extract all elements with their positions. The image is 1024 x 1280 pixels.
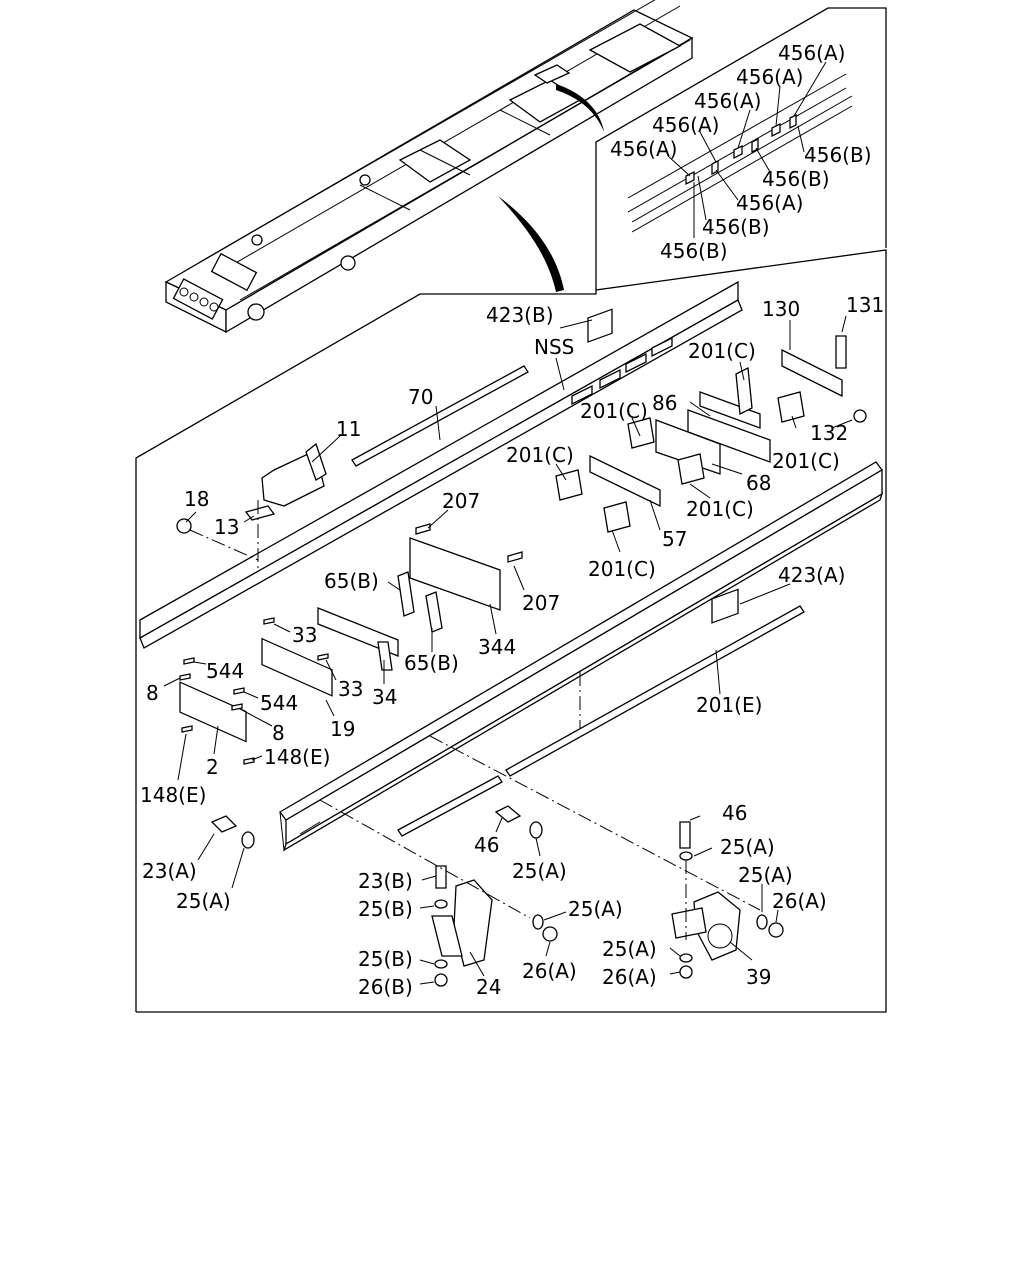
label-25a-4: 25(A) <box>176 889 231 913</box>
lower-side-rail-drawing <box>279 461 884 852</box>
label-131: 131 <box>846 293 884 317</box>
label-33-1: 33 <box>292 623 317 647</box>
label-456a-2: 456(A) <box>736 65 803 89</box>
pointer-arrow-lower <box>498 196 564 292</box>
label-456a-1: 456(A) <box>778 41 845 65</box>
label-456b-1: 456(B) <box>804 143 872 167</box>
label-8-1: 8 <box>146 681 159 705</box>
detail-rail-drawing <box>627 73 853 233</box>
label-13: 13 <box>214 515 239 539</box>
crossmember-86-68-drawing <box>655 391 771 475</box>
label-344: 344 <box>478 635 516 659</box>
label-34: 34 <box>372 685 397 709</box>
detail-leader-lines <box>667 61 827 238</box>
label-68: 68 <box>746 471 771 495</box>
label-57: 57 <box>662 527 687 551</box>
label-46-1: 46 <box>722 801 747 825</box>
assembly-center-lines <box>189 500 761 940</box>
label-456b-4: 456(B) <box>660 239 728 263</box>
bracket-65b-1-drawing <box>397 571 415 617</box>
crossmember-19-drawing <box>261 637 333 697</box>
label-8-2: 8 <box>272 721 285 745</box>
label-201c-5: 201(C) <box>686 497 754 521</box>
strip-201e-drawing <box>397 605 805 837</box>
label-544-2: 544 <box>260 691 298 715</box>
crossmember-2-drawing <box>179 681 247 743</box>
label-25a-2: 25(A) <box>512 859 567 883</box>
label-25a-5: 25(A) <box>568 897 623 921</box>
plate-423a-drawing <box>711 588 739 624</box>
label-207-1: 207 <box>442 489 480 513</box>
label-46-2: 46 <box>474 833 499 857</box>
label-423a: 423(A) <box>778 563 845 587</box>
label-201c-1: 201(C) <box>688 339 756 363</box>
gusset-201c-drawing <box>555 366 805 533</box>
label-18: 18 <box>184 487 209 511</box>
bracket-65b-2-drawing <box>425 591 443 633</box>
label-25a-1: 25(A) <box>720 835 775 859</box>
label-201e: 201(E) <box>696 693 762 717</box>
label-25a-6: 25(A) <box>602 937 657 961</box>
detail-box-border <box>595 7 887 290</box>
spring-hanger-24-drawing <box>431 879 493 967</box>
crossmember-57-drawing <box>589 454 661 508</box>
label-132: 132 <box>810 421 848 445</box>
leader-lines <box>163 315 853 985</box>
label-148e-2: 148(E) <box>140 783 206 807</box>
small-clips-drawing <box>179 617 329 765</box>
label-456a-3: 456(A) <box>694 89 761 113</box>
label-26a-1: 26(A) <box>772 889 827 913</box>
label-19: 19 <box>330 717 355 741</box>
label-456a-4: 456(A) <box>652 113 719 137</box>
label-456a-6: 456(A) <box>736 191 803 215</box>
label-148e-1: 148(E) <box>264 745 330 769</box>
main-box-border <box>135 249 887 1013</box>
label-33-2: 33 <box>338 677 363 701</box>
pointer-arrow-upper <box>556 84 604 132</box>
plate-423b-drawing <box>587 308 613 343</box>
label-26a-3: 26(A) <box>602 965 657 989</box>
label-24: 24 <box>476 975 501 999</box>
label-201c-6: 201(C) <box>588 557 656 581</box>
label-544-1: 544 <box>206 659 244 683</box>
label-130: 130 <box>762 297 800 321</box>
nut-18-drawing <box>176 518 192 534</box>
bolt-131-drawing <box>835 335 847 369</box>
label-70: 70 <box>408 385 433 409</box>
strip-70-drawing <box>351 365 529 467</box>
callout-labels: 456(A) 456(A) 456(A) 456(A) 456(A) 456(B… <box>140 41 884 999</box>
label-nss: NSS <box>534 335 574 359</box>
label-456b-3: 456(B) <box>702 215 770 239</box>
bracket-11-drawing <box>261 442 327 507</box>
crossmember-344-drawing <box>409 523 523 611</box>
fasteners-lower-drawing <box>210 805 784 987</box>
label-26a-2: 26(A) <box>522 959 577 983</box>
label-25a-3: 25(A) <box>738 863 793 887</box>
label-11: 11 <box>336 417 361 441</box>
label-201c-4: 201(C) <box>506 443 574 467</box>
upper-side-rail-drawing <box>139 280 743 649</box>
label-23a: 23(A) <box>142 859 197 883</box>
crossmember-130-drawing <box>781 348 843 398</box>
label-201c-2: 201(C) <box>580 399 648 423</box>
overview-frame-drawing <box>164 0 694 334</box>
label-65b-1: 65(B) <box>324 569 379 593</box>
label-25b-1: 25(B) <box>358 897 413 921</box>
label-39: 39 <box>746 965 771 989</box>
label-26b: 26(B) <box>358 975 413 999</box>
label-2: 2 <box>206 755 219 779</box>
label-207-2: 207 <box>522 591 560 615</box>
label-456a-5: 456(A) <box>610 137 677 161</box>
label-25b-2: 25(B) <box>358 947 413 971</box>
spring-hanger-39-drawing <box>671 891 741 961</box>
label-423b: 423(B) <box>486 303 554 327</box>
label-201c-3: 201(C) <box>772 449 840 473</box>
nut-132-drawing <box>853 409 867 423</box>
label-86: 86 <box>652 391 677 415</box>
label-23b: 23(B) <box>358 869 413 893</box>
label-456b-2: 456(B) <box>762 167 830 191</box>
label-65b-2: 65(B) <box>404 651 459 675</box>
